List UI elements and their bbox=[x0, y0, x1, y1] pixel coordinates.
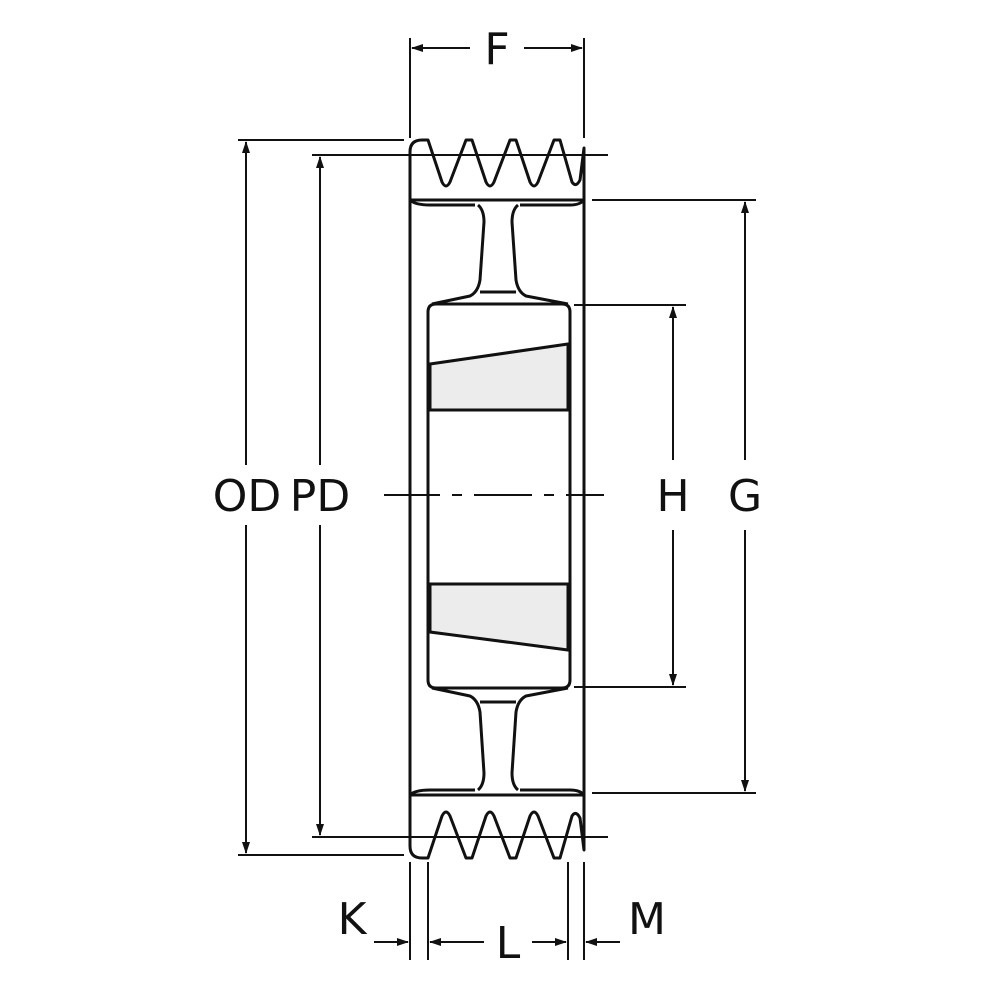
dimension-lines bbox=[238, 38, 756, 960]
bottom-web bbox=[431, 686, 569, 792]
dimension-labels: F OD PD H G K L M bbox=[213, 24, 762, 969]
label-l: L bbox=[496, 918, 521, 969]
hub-outline bbox=[426, 302, 572, 690]
top-web bbox=[431, 203, 569, 306]
upper-taper-section bbox=[428, 342, 570, 412]
label-pd: PD bbox=[290, 471, 350, 522]
label-m: M bbox=[628, 894, 666, 945]
bottom-rim-grooves bbox=[408, 810, 586, 860]
lower-taper-section bbox=[428, 582, 570, 652]
top-rim-grooves bbox=[408, 138, 586, 188]
taper-sections bbox=[428, 342, 570, 652]
label-k: K bbox=[338, 894, 368, 945]
label-od: OD bbox=[213, 471, 282, 522]
label-g: G bbox=[728, 471, 762, 522]
pulley-body bbox=[408, 138, 586, 860]
label-h: H bbox=[656, 471, 689, 522]
label-f: F bbox=[484, 24, 509, 75]
